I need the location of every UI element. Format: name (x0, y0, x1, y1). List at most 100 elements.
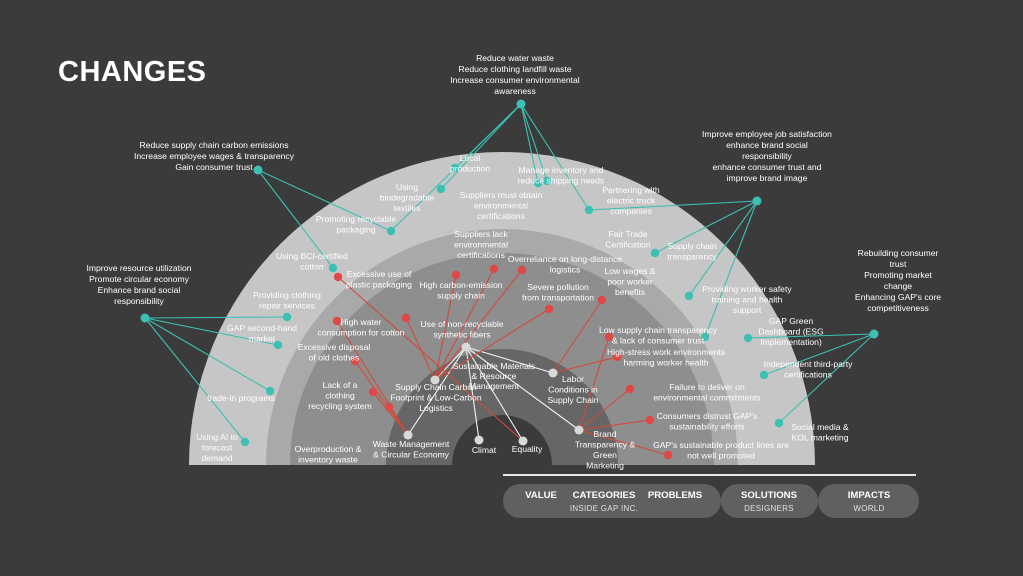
legend-designers: DESIGNERS (744, 504, 794, 513)
problem-node-13 (625, 384, 635, 394)
problem-node-9 (544, 304, 554, 314)
legend-group-world: IMPACTS WORLD (818, 484, 919, 518)
solution-node-5 (386, 226, 396, 236)
edge-category-value-1 (434, 346, 467, 381)
category-node-1 (430, 375, 440, 385)
problem-label-11: Low supply chain transparency& lack of c… (599, 325, 718, 346)
problem-node-4 (384, 402, 394, 412)
edge-category-value-3 (465, 346, 524, 442)
edge-category-value-2 (465, 346, 480, 441)
legend-world: WORLD (853, 504, 885, 513)
problem-node-8 (517, 265, 527, 275)
problem-node-12 (612, 352, 622, 362)
edge-solution-impact-12-3 (688, 200, 758, 297)
legend-value: VALUE (525, 490, 557, 501)
problem-node-10 (597, 295, 607, 305)
edge-solution-impact-6-2 (440, 103, 522, 190)
edge-problem-category-7 (434, 268, 495, 381)
edge-category-value-0 (407, 346, 467, 436)
category-label-2: Climat (472, 445, 497, 455)
edge-problem-category-4 (388, 406, 409, 436)
solution-node-6 (436, 184, 446, 194)
edge-solution-impact-4-1 (257, 169, 334, 269)
solution-node-11 (650, 248, 660, 258)
legend-solutions: SOLUTIONS (741, 490, 797, 501)
solution-node-8 (533, 178, 543, 188)
edge-problem-category-13 (578, 388, 631, 431)
problem-node-6 (401, 313, 411, 323)
legend-group-designers: SOLUTIONS DESIGNERS (721, 484, 818, 518)
edge-solution-impact-7-2 (454, 103, 522, 169)
legend-divider (503, 474, 916, 476)
category-node-3 (518, 436, 528, 446)
edge-problem-category-3 (372, 391, 409, 436)
edge-solution-impact-3-0 (144, 316, 288, 319)
solution-label-16: Social media &KOL marketing (791, 422, 849, 443)
category-label-0: Waste Management& Circular Economy (373, 439, 450, 460)
edge-solution-impact-0-0 (144, 317, 246, 443)
impact-node-0 (140, 313, 150, 323)
edge-problem-category-1 (336, 320, 409, 436)
legend-group-inside-gap: VALUE CATEGORIES PROBLEMS INSIDE GAP INC… (503, 484, 721, 518)
edge-solution-impact-14-4 (747, 333, 875, 339)
edge-solution-impact-2-0 (144, 317, 279, 346)
solution-node-15 (759, 370, 769, 380)
edge-problem-category-6 (405, 317, 436, 381)
connector-lines (144, 103, 875, 456)
category-node-0 (403, 430, 413, 440)
node-dots (140, 99, 879, 460)
problem-node-0 (333, 272, 343, 282)
edge-category-value-5 (465, 346, 580, 431)
solution-node-13 (700, 332, 710, 342)
solution-node-14 (743, 333, 753, 343)
page-title: CHANGES (58, 56, 207, 88)
edge-problem-category-5 (434, 274, 457, 381)
solution-node-0 (240, 437, 250, 447)
category-node-5 (574, 425, 584, 435)
solution-node-2 (273, 340, 283, 350)
edge-problem-category-9 (434, 308, 550, 381)
solution-node-3 (282, 312, 292, 322)
category-node-2 (474, 435, 484, 445)
edge-solution-impact-9-2 (520, 103, 548, 182)
impact-node-4 (869, 329, 879, 339)
value-node (461, 342, 471, 352)
impact-node-1 (253, 165, 263, 175)
legend-impacts: IMPACTS (847, 490, 891, 501)
edge-problem-category-14 (578, 419, 651, 431)
edge-problem-category-10 (552, 299, 603, 374)
problem-node-14 (645, 415, 655, 425)
legend-categories: CATEGORIES (572, 490, 636, 501)
solution-node-10 (584, 205, 594, 215)
category-node-4 (548, 368, 558, 378)
solution-node-12 (684, 291, 694, 301)
